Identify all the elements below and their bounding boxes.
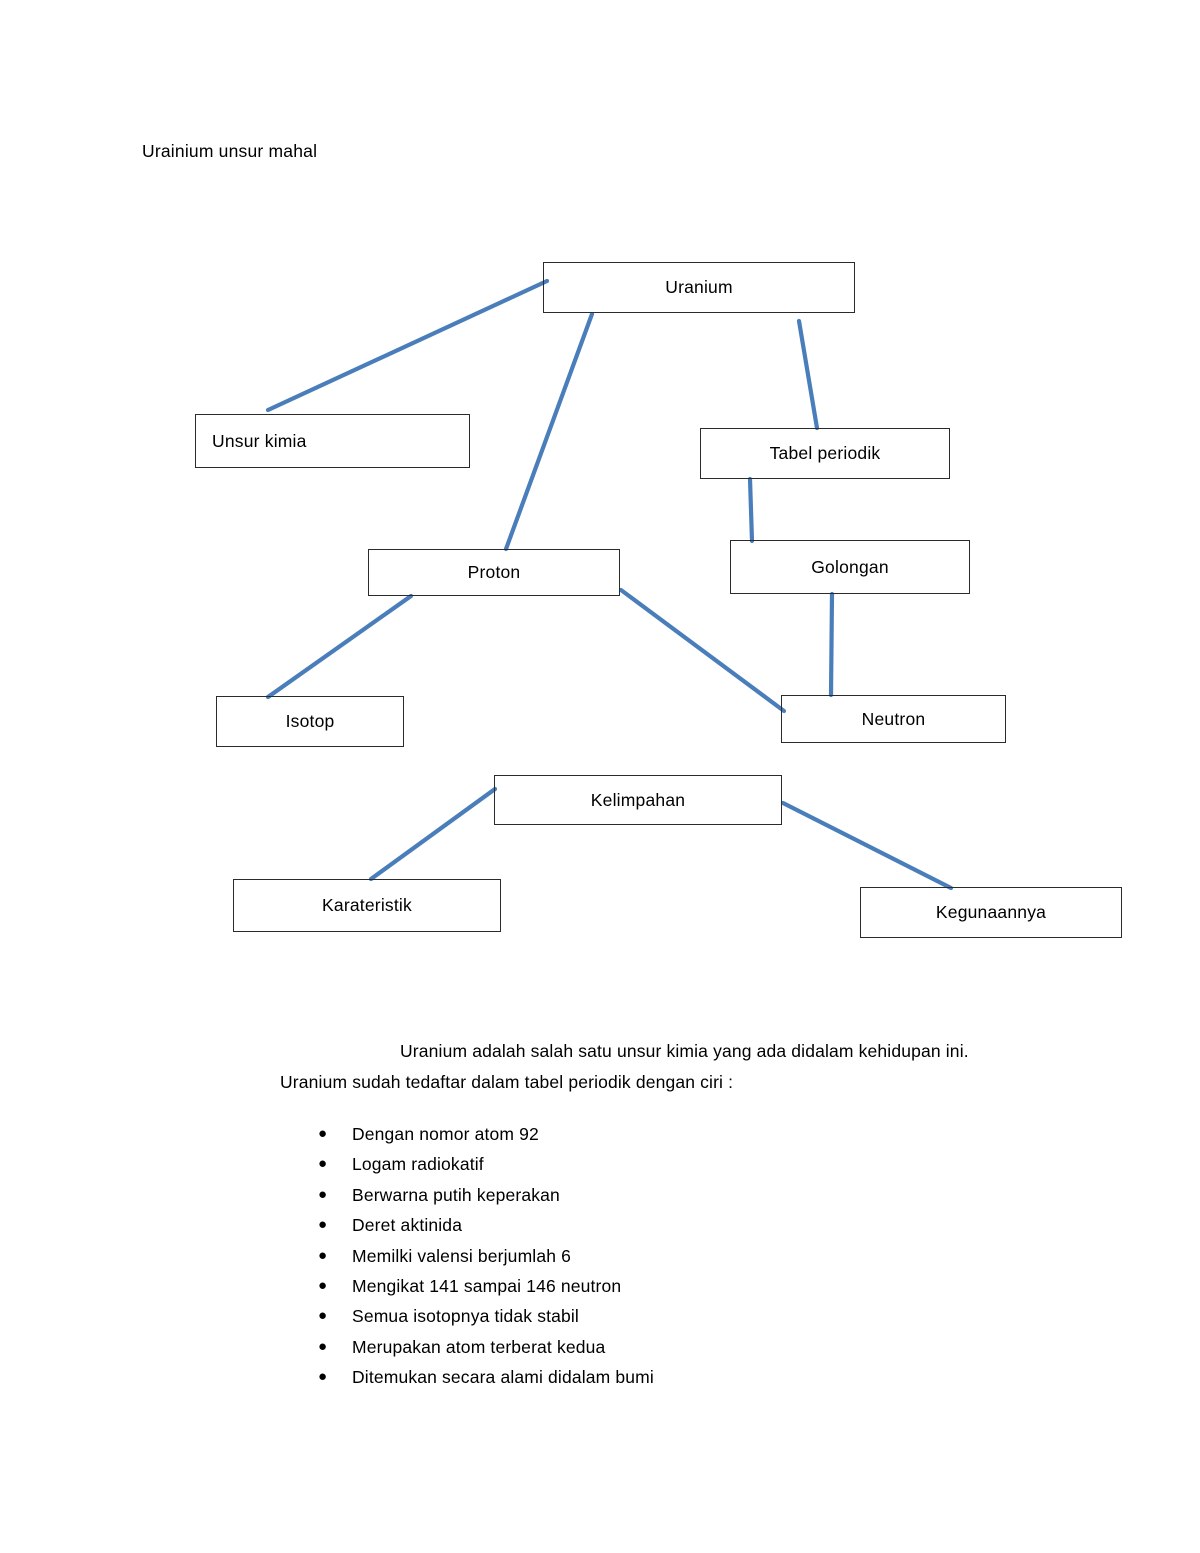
connector-kelimpahan-kegunaannya: [780, 800, 954, 891]
connector-golongan-neutron: [828, 591, 835, 698]
bullet-icon: ●: [318, 1368, 328, 1386]
diagram-node-label: Kegunaannya: [935, 902, 1047, 922]
diagram-node-label: Karateristik: [322, 895, 412, 915]
diagram-node-neutron[interactable]: Neutron: [781, 695, 1006, 743]
diagram-node-label: Proton: [467, 562, 521, 582]
list-item-label: Merupakan atom terberat kedua: [352, 1336, 606, 1357]
bullet-icon: ●: [318, 1155, 328, 1173]
list-item-label: Berwarna putih keperakan: [352, 1184, 560, 1205]
diagram-node-karateristik[interactable]: Karateristik: [233, 879, 501, 932]
list-item: ● Deret aktinida: [318, 1210, 654, 1240]
diagram-node-label: Kelimpahan: [590, 789, 686, 810]
diagram-node-kelimpahan[interactable]: Kelimpahan: [494, 775, 782, 825]
list-item-label: Deret aktinida: [352, 1215, 463, 1236]
connector-uranium-proton: [503, 311, 595, 552]
list-item: ● Dengan nomor atom 92: [318, 1119, 654, 1149]
concept-map-diagram: Uranium Unsur kimia Tabel periodik Proto…: [195, 262, 1122, 938]
list-item: ● Memilki valensi berjumlah 6: [318, 1241, 654, 1271]
bullet-icon: ●: [318, 1125, 328, 1142]
bullet-icon: ●: [318, 1246, 328, 1264]
bullet-icon: ●: [318, 1185, 328, 1203]
diagram-node-label: Tabel periodik: [769, 443, 881, 463]
diagram-node-golongan[interactable]: Golongan: [730, 540, 970, 594]
list-item-label: Memilki valensi berjumlah 6: [352, 1245, 571, 1266]
diagram-node-label: Golongan: [811, 556, 889, 577]
diagram-node-unsur-kimia[interactable]: Unsur kimia: [195, 414, 470, 468]
diagram-node-label: Unsur kimia: [212, 430, 307, 451]
bullet-icon: ●: [318, 1216, 328, 1234]
list-item: ● Berwarna putih keperakan: [318, 1180, 654, 1210]
diagram-connector-lines: [265, 278, 954, 891]
list-item-label: Dengan nomor atom 92: [352, 1124, 539, 1144]
diagram-node-tabel-periodik[interactable]: Tabel periodik: [700, 428, 950, 479]
list-item: ● Mengikat 141 sampai 146 neutron: [318, 1271, 654, 1301]
diagram-node-kegunaannya[interactable]: Kegunaannya: [860, 887, 1122, 938]
bullet-icon: ●: [318, 1276, 328, 1294]
connector-uranium-unsur-kimia: [265, 278, 550, 413]
connector-proton-neutron: [618, 587, 787, 714]
connector-uranium-tabel-periodik: [796, 318, 820, 431]
connector-tabel-periodik-golongan: [747, 476, 755, 544]
connector-kelimpahan-karateristik: [368, 786, 498, 882]
list-item: ● Merupakan atom terberat kedua: [318, 1332, 654, 1362]
page-title: Urainium unsur mahal: [142, 141, 318, 161]
diagram-node-label: Isotop: [285, 711, 335, 731]
connector-proton-isotop: [265, 593, 414, 700]
list-item-label: Semua isotopnya tidak stabil: [352, 1306, 579, 1327]
bullet-icon: ●: [318, 1307, 328, 1325]
body-paragraph: Uranium adalah salah satu unsur kimia ya…: [280, 1036, 1080, 1098]
list-item-label: Mengikat 141 sampai 146 neutron: [352, 1275, 622, 1296]
diagram-node-label: Neutron: [861, 708, 926, 729]
paragraph-line-2: Uranium sudah tedaftar dalam tabel perio…: [280, 1072, 734, 1092]
list-item-label: Ditemukan secara alami didalam bumi: [352, 1367, 654, 1388]
diagram-node-isotop[interactable]: Isotop: [216, 696, 404, 747]
diagram-node-uranium[interactable]: Uranium: [543, 262, 855, 313]
bullet-icon: ●: [318, 1337, 328, 1355]
diagram-node-proton[interactable]: Proton: [368, 549, 620, 596]
list-item: ● Semua isotopnya tidak stabil: [318, 1301, 654, 1331]
list-item-label: Logam radiokatif: [352, 1154, 484, 1175]
diagram-node-label: Uranium: [665, 277, 733, 297]
characteristics-bullet-list: ●Dengan nomor atom 92 ●Logam radiokatif …: [318, 1119, 654, 1393]
list-item: ● Logam radiokatif: [318, 1149, 654, 1179]
paragraph-line-1: Uranium adalah salah satu unsur kimia ya…: [400, 1041, 969, 1061]
list-item: ● Ditemukan secara alami didalam bumi: [318, 1362, 654, 1392]
